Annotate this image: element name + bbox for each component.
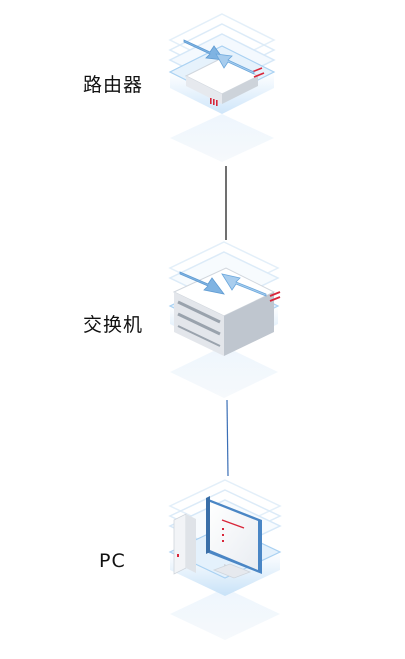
- router-node[interactable]: [166, 10, 278, 170]
- switch-label: 交换机: [83, 314, 144, 336]
- switch-node[interactable]: [166, 238, 282, 403]
- pc-icon: [168, 479, 282, 640]
- pc-label: PC: [99, 550, 126, 572]
- pc-node[interactable]: [166, 476, 284, 646]
- router-label: 路由器: [83, 74, 144, 96]
- router-icon: [168, 13, 276, 162]
- link-switch-pc: [226, 399, 229, 477]
- switch-icon: [168, 241, 281, 398]
